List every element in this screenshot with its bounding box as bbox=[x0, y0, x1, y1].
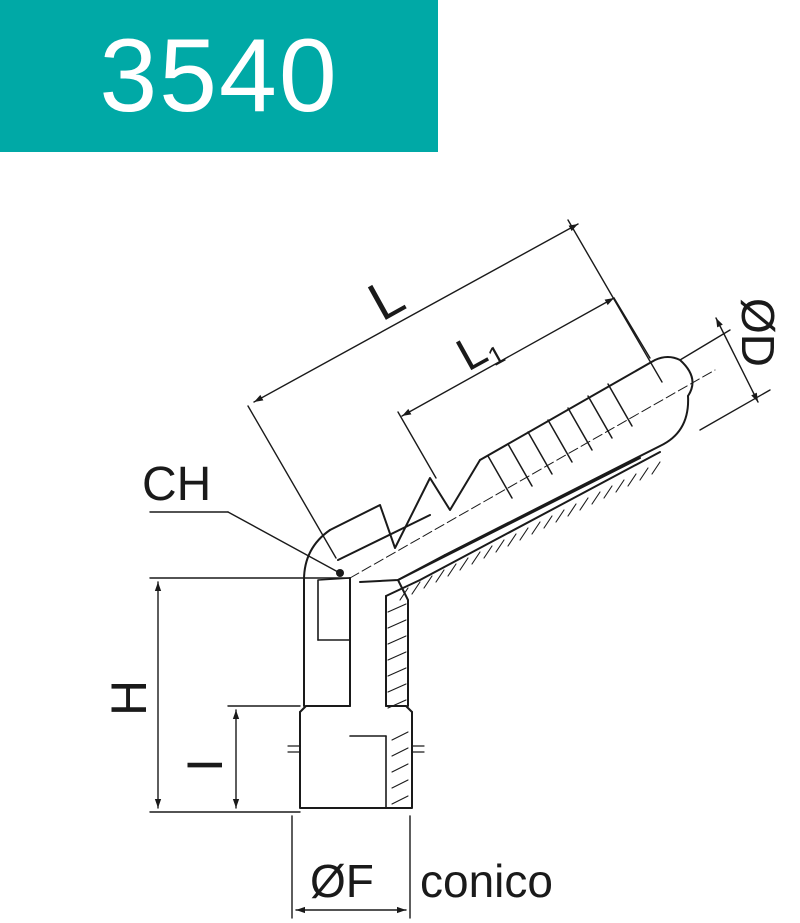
angled-body bbox=[329, 356, 716, 597]
label-F: ØF bbox=[310, 855, 374, 907]
label-L: L bbox=[359, 265, 414, 332]
label-I: I bbox=[177, 758, 233, 772]
label-H: H bbox=[101, 680, 157, 716]
dimension-L1 bbox=[397, 297, 651, 479]
dimension-I bbox=[227, 705, 301, 809]
barb-ribs bbox=[487, 383, 633, 499]
dimension-H bbox=[149, 577, 351, 813]
title-banner: 3540 bbox=[0, 0, 438, 152]
section-hatching bbox=[387, 461, 661, 805]
label-CH: CH bbox=[142, 458, 211, 511]
label-D: ØD bbox=[732, 298, 784, 367]
dimension-L bbox=[247, 219, 663, 559]
vertical-stem bbox=[303, 529, 409, 707]
label-conico: conico bbox=[420, 855, 553, 907]
part-number: 3540 bbox=[99, 17, 339, 134]
label-L1: L1 bbox=[448, 316, 510, 384]
dimension-F bbox=[291, 815, 411, 919]
threaded-base bbox=[287, 705, 425, 809]
leader-CH bbox=[149, 511, 344, 577]
dimension-D bbox=[679, 317, 771, 431]
